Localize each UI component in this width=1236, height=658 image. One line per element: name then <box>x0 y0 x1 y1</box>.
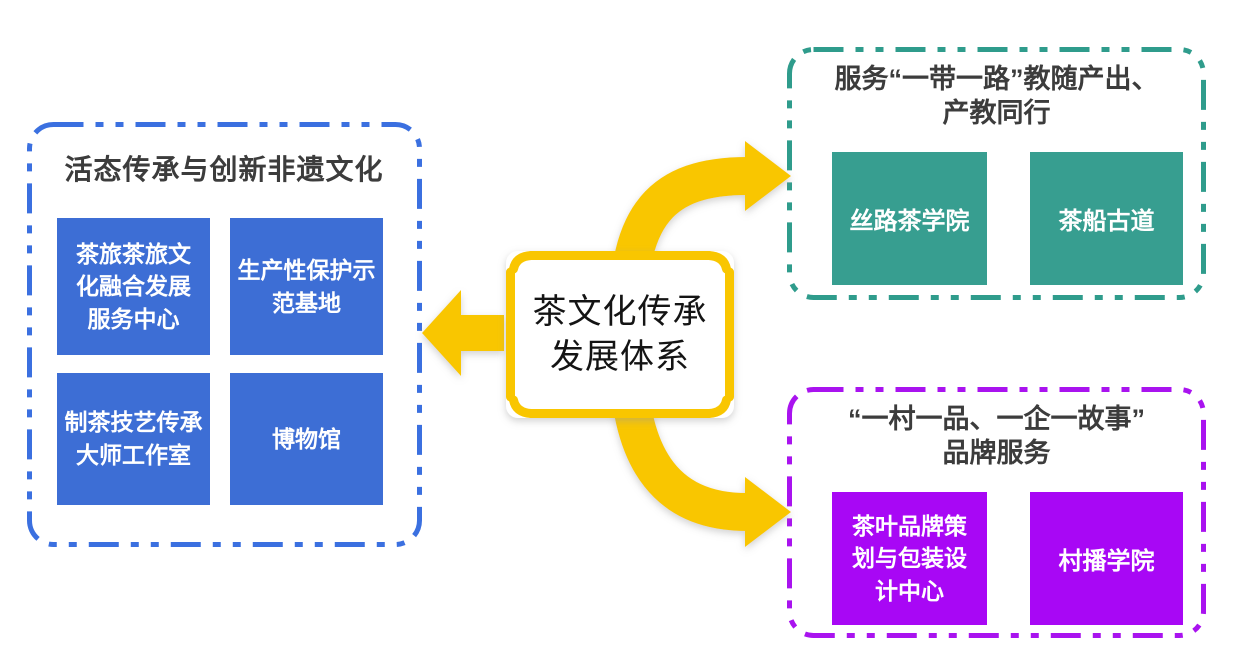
center-plaque <box>506 251 734 418</box>
bottom-right-arrow-head <box>745 477 791 547</box>
center-title: 茶文化传承 发展体系 <box>532 292 708 376</box>
box-tea-brand-packaging-design-center: 茶叶品牌策 划与包装设 计中心 <box>832 492 987 625</box>
box-tea-craft-master-studio: 制茶技艺传承 大师工作室 <box>57 373 210 505</box>
center-plaque-background <box>506 251 734 418</box>
box-tea-boat-ancient-road: 茶船古道 <box>1030 152 1183 285</box>
top-right-panel-title: 服务“一带一路”教随产出、 产教同行 <box>834 64 1159 128</box>
left-panel-title: 活态传承与创新非遗文化 <box>64 154 384 185</box>
box-silk-road-tea-college: 丝路茶学院 <box>832 152 987 285</box>
box-museum: 博物馆 <box>230 373 383 505</box>
box-production-protection-base: 生产性保护示 范基地 <box>230 218 383 355</box>
box-tea-tourism-service-center: 茶旅茶旅文 化融合发展 服务中心 <box>57 218 210 355</box>
top-right-arrow-head <box>745 141 791 211</box>
top-right-panel-border <box>787 47 1206 300</box>
left-arrow <box>422 290 504 376</box>
center-plaque-frame <box>506 251 734 418</box>
bottom-right-panel-border <box>787 387 1206 638</box>
left-panel: 活态传承与创新非遗文化 茶旅茶旅文 化融合发展 服务中心 生产性保护示 范基地 … <box>27 122 421 546</box>
left-panel-border <box>27 122 422 547</box>
top-right-panel: 服务“一带一路”教随产出、 产教同行 丝路茶学院 茶船古道 <box>787 47 1206 300</box>
bottom-right-panel: “一村一品、一企一故事” 品牌服务 茶叶品牌策 划与包装设 计中心 村播学院 <box>787 387 1206 638</box>
box-village-broadcast-college: 村播学院 <box>1030 492 1183 625</box>
bottom-right-panel-title: “一村一品、一企一故事” 品牌服务 <box>848 404 1145 468</box>
